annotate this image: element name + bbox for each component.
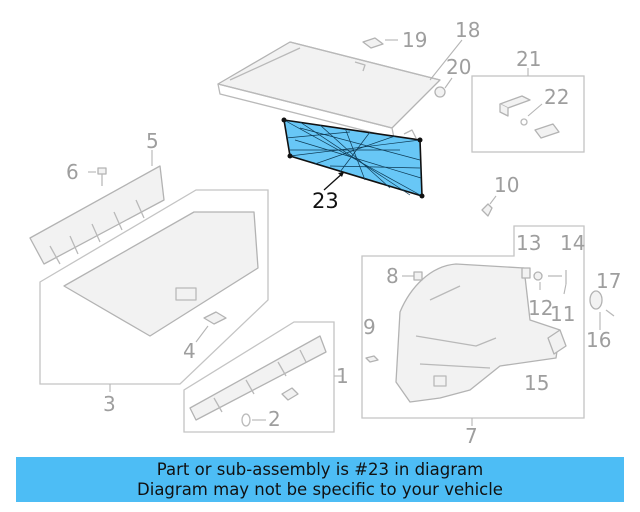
bracket-part-20	[434, 77, 453, 98]
rear-sill-part-1	[183, 321, 342, 433]
cargo-net-part-23	[281, 117, 425, 199]
hardware-parts-11-17	[521, 267, 615, 355]
callout-10: 10	[494, 173, 519, 197]
callout-18: 18	[455, 18, 480, 42]
callout-20: 20	[446, 55, 471, 79]
callout-22: 22	[544, 85, 569, 109]
callout-17: 17	[596, 269, 621, 293]
floor-panel-part-3	[39, 189, 269, 392]
callout-1: 1	[336, 364, 349, 388]
callout-14: 14	[560, 231, 585, 255]
callout-labels: 19 18 20 21 22 5 6 23 10 13 14 17 8 12 1…	[66, 18, 621, 448]
callout-12: 12	[528, 296, 553, 320]
callout-4: 4	[183, 339, 196, 363]
bolt-part-6	[88, 167, 107, 186]
callout-16: 16	[586, 328, 611, 352]
callout-6: 6	[66, 160, 79, 184]
callout-5: 5	[146, 129, 159, 153]
callout-2: 2	[268, 407, 281, 431]
callout-11: 11	[550, 302, 575, 326]
fasteners-part-8-9	[365, 271, 423, 363]
lamp-part-21-22	[471, 68, 585, 153]
cover-part-4	[195, 311, 227, 343]
callout-7: 7	[465, 424, 478, 448]
clip-part-19	[362, 37, 398, 49]
side-trim-part-7	[361, 225, 585, 426]
callout-23: 23	[312, 189, 339, 213]
callout-3: 3	[103, 392, 116, 416]
callout-19: 19	[402, 28, 427, 52]
sill-trim-part-5	[29, 150, 165, 265]
leader-18	[429, 39, 463, 81]
callout-15: 15	[524, 371, 549, 395]
info-banner: Part or sub-assembly is #23 in diagram D…	[16, 457, 624, 502]
callout-8: 8	[386, 264, 399, 288]
cargo-cover-part-18	[217, 41, 441, 139]
callout-9: 9	[363, 315, 376, 339]
banner-line-2: Diagram may not be specific to your vehi…	[137, 479, 503, 499]
clip-part-2	[241, 413, 266, 427]
callout-13: 13	[516, 231, 541, 255]
clip-part-10	[481, 195, 497, 217]
callout-21: 21	[516, 47, 541, 71]
banner-line-1: Part or sub-assembly is #23 in diagram	[156, 459, 484, 479]
